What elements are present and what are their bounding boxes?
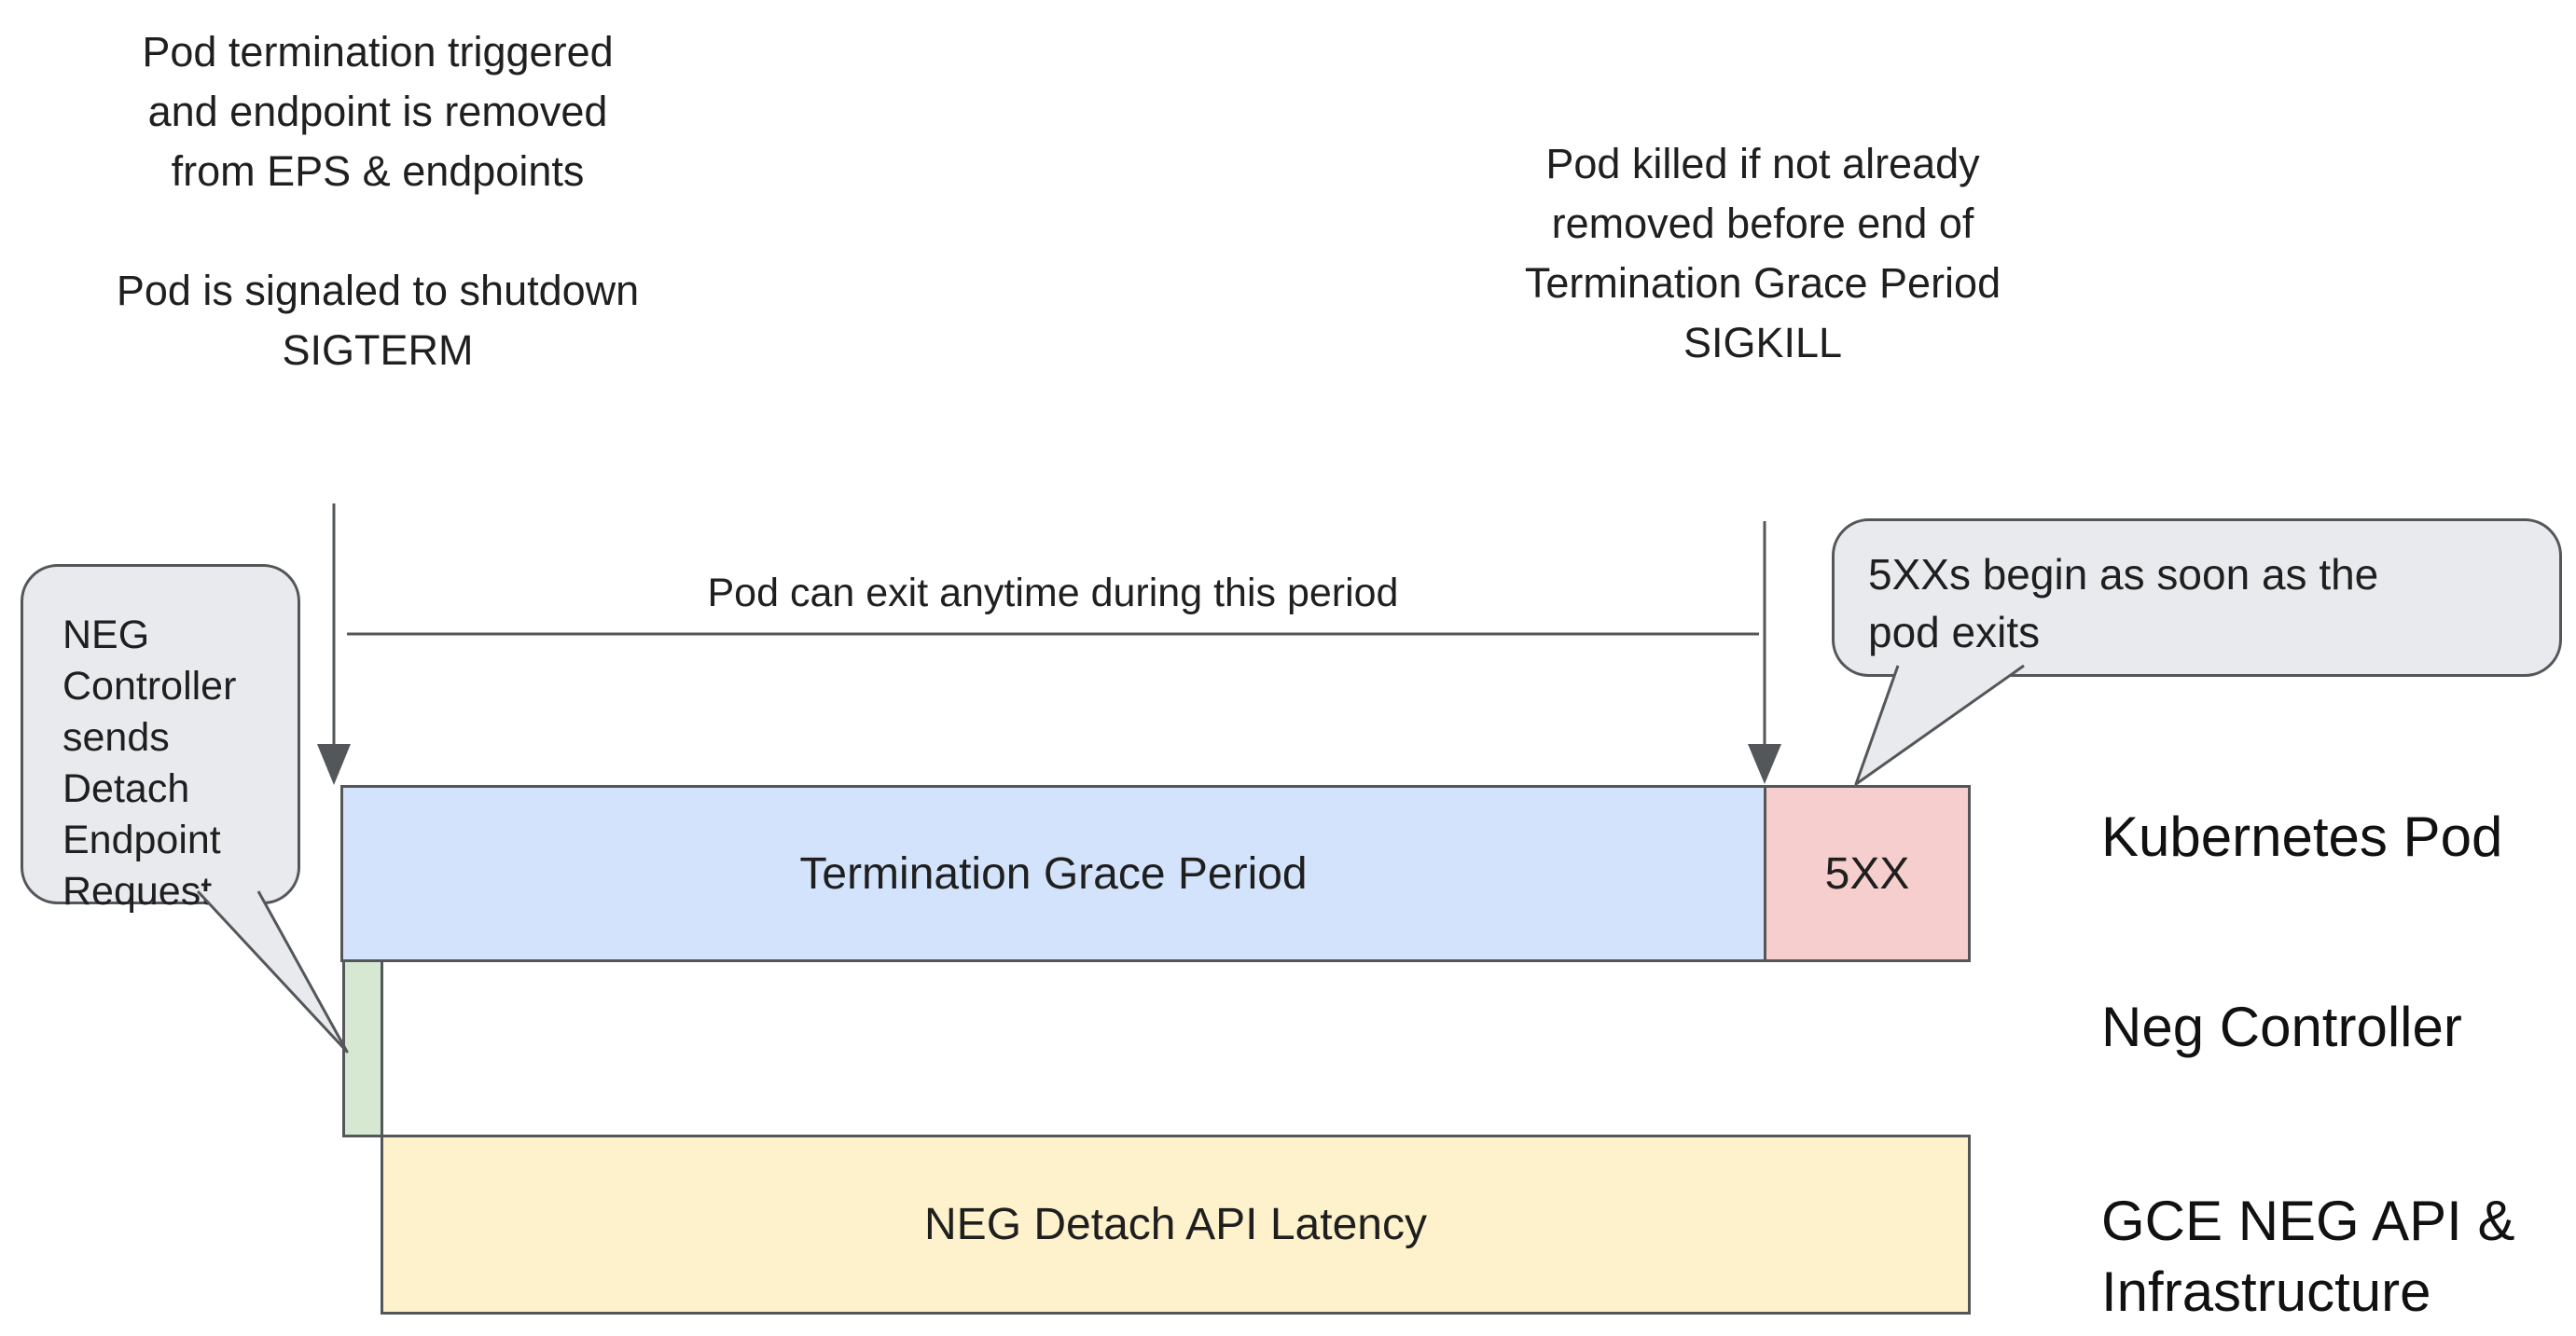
callout-neg-controller-detach-text: NEG Controller sends Detach Endpoint Req…	[62, 613, 237, 914]
callout-5xx-begin-text: 5XXs begin as soon as the pod exits	[1868, 550, 2379, 656]
bar-neg-detach-api-latency: NEG Detach API Latency	[381, 1135, 1971, 1315]
lane-label-gce-neg-api-infrastructure: GCE NEG API & Infrastructure	[2101, 1190, 2515, 1323]
bar-5xx-errors-label: 5XX	[1824, 848, 1910, 899]
note-pod-killed-sigkill: Pod killed if not already removed before…	[1524, 140, 2001, 366]
lane-label-neg-controller: Neg Controller	[2101, 996, 2462, 1058]
bar-5xx-errors: 5XX	[1764, 785, 1971, 962]
sigterm-arrowhead-icon	[317, 744, 351, 785]
note-pod-termination-triggered: Pod termination triggered and endpoint i…	[116, 28, 640, 374]
callout-neg-controller-detach: NEG Controller sends Detach Endpoint Req…	[21, 564, 300, 914]
callout-5xx-begin: 5XXs begin as soon as the pod exits	[1832, 518, 2562, 677]
lane-label-kubernetes-pod: Kubernetes Pod	[2101, 806, 2503, 868]
sigkill-arrowhead-icon	[1748, 744, 1781, 784]
bar-neg-detach-request	[342, 959, 383, 1137]
bar-termination-grace-period: Termination Grace Period	[340, 785, 1766, 962]
bar-termination-grace-period-label: Termination Grace Period	[799, 848, 1308, 899]
callout-right-tail	[1854, 664, 2025, 786]
label-pod-can-exit-period: Pod can exit anytime during this period	[707, 571, 1399, 615]
bar-neg-detach-api-latency-label: NEG Detach API Latency	[924, 1200, 1427, 1249]
